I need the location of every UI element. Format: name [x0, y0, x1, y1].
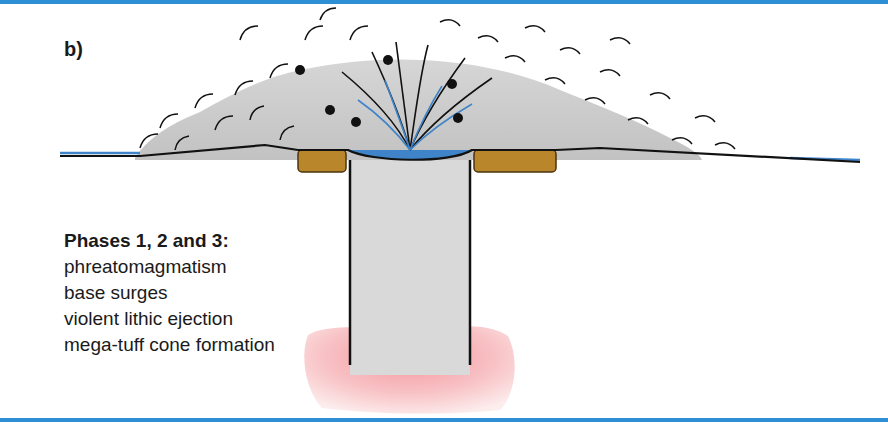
conduit-wall: [469, 160, 472, 365]
ballistic-bombs: [295, 55, 463, 127]
panel-letter: b): [64, 38, 83, 60]
surge-swirls: [140, 8, 735, 150]
phase-heading: Phases 1, 2 and 3:: [64, 230, 229, 252]
conduit-wall: [349, 160, 352, 365]
water-surface: [60, 152, 140, 155]
top-border: [0, 0, 888, 4]
process-note: phreatomagmatism: [64, 256, 227, 278]
eruption-cloud: [135, 59, 702, 160]
host-rock-block: [474, 150, 556, 172]
process-note: violent lithic ejection: [64, 308, 233, 330]
process-note: base surges: [64, 282, 168, 304]
process-note: mega-tuff cone formation: [64, 334, 275, 356]
ground-line: [60, 145, 860, 162]
fountain-jets: [342, 42, 492, 150]
bottom-border: [0, 418, 888, 422]
host-rock-block: [298, 150, 346, 172]
water-jets: [358, 80, 472, 150]
diatreme-conduit: [350, 160, 470, 375]
